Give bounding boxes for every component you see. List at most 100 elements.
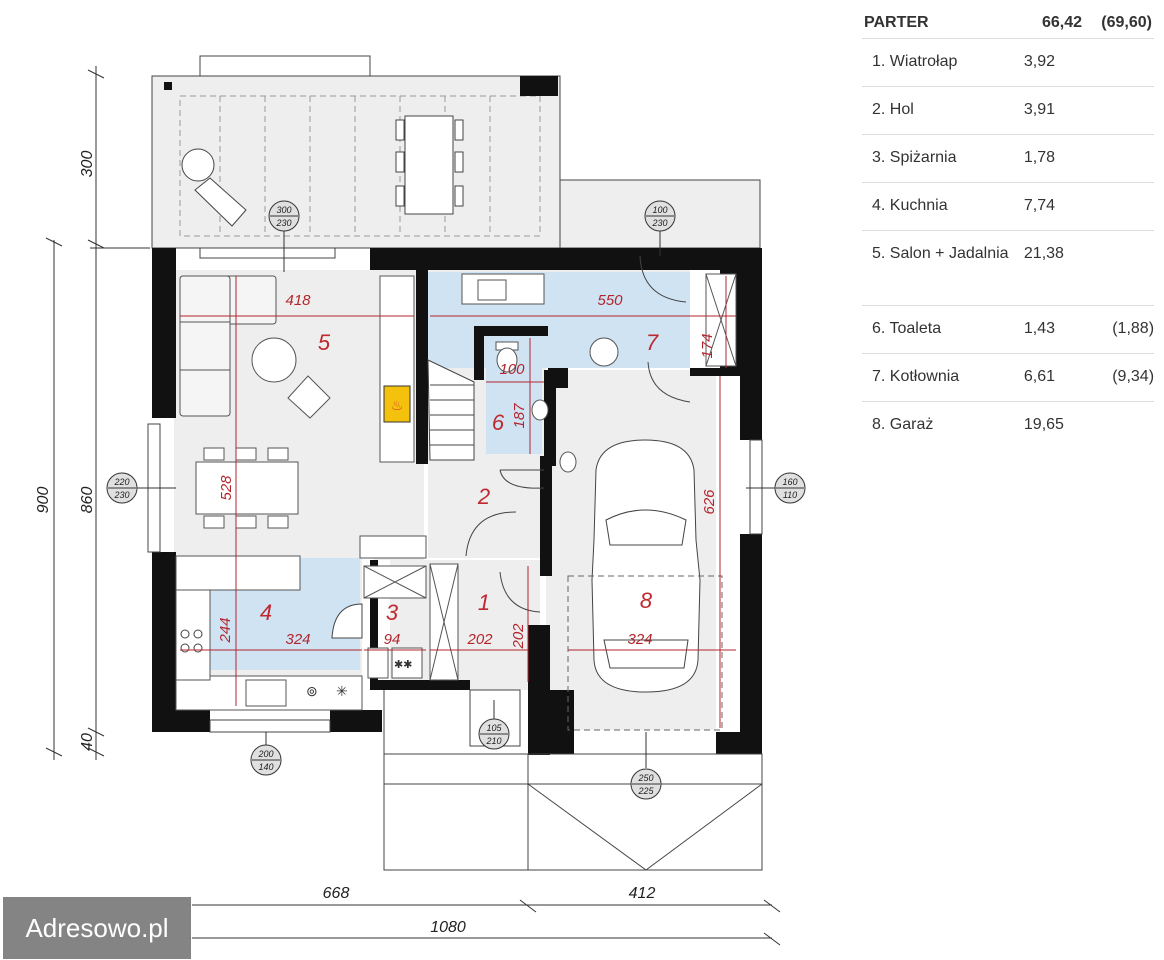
svg-text:200: 200	[257, 749, 273, 759]
table-row: 4. Kuchnia 7,74	[862, 183, 1154, 231]
room-name: 1. Wiatrołap	[872, 53, 958, 70]
room-area: 19,65	[1023, 416, 1064, 433]
terrace-post-small	[164, 82, 172, 90]
svg-text:225: 225	[637, 786, 654, 796]
dim-bottom-left: 668	[323, 885, 350, 902]
room-area: 3,92	[1023, 53, 1056, 70]
room-area: 3,91	[1023, 101, 1056, 118]
room-name: 8. Garaż	[872, 416, 934, 433]
dim-garage-width: 324	[627, 631, 652, 648]
area-table: PARTER 66,42 (69,60) 1. Wiatrołap 3,92 2…	[862, 8, 1154, 450]
room-area-total: (9,34)	[1112, 368, 1155, 385]
room-name: 5. Salon + Jadalnia	[872, 245, 1009, 262]
room-area-total: (1,88)	[1112, 320, 1155, 337]
opening-marker: 250 225	[630, 732, 662, 800]
dim-boiler-width: 550	[597, 292, 623, 309]
room-number-5: 5	[318, 330, 331, 355]
dim-left-mid: 860	[79, 487, 96, 514]
svg-text:100: 100	[652, 205, 667, 215]
room-name: 4. Kuchnia	[872, 197, 948, 214]
driveway	[383, 690, 763, 871]
fire-icon: ♨	[391, 397, 404, 413]
dim-vestibule-width: 202	[466, 631, 493, 648]
sofa	[179, 275, 277, 417]
floor-area: 66,42	[1041, 14, 1082, 31]
armchair	[287, 375, 331, 419]
svg-text:300: 300	[276, 205, 291, 215]
room-name: 2. Hol	[872, 101, 914, 118]
svg-text:220: 220	[113, 477, 129, 487]
terrace-step	[199, 55, 371, 77]
fireplace	[379, 275, 415, 463]
svg-text:140: 140	[258, 762, 273, 772]
dim-living-height: 528	[218, 475, 235, 501]
terrace-post	[520, 76, 558, 96]
boiler-unit	[477, 279, 507, 301]
dim-wc-width: 100	[499, 361, 525, 378]
dim-left-total: 900	[35, 487, 52, 514]
opening-marker: 220 230	[106, 472, 176, 504]
dim-kitchen-height: 244	[217, 617, 234, 643]
svg-text:250: 250	[637, 773, 653, 783]
room-area: 1,43	[1023, 320, 1056, 337]
toilet	[495, 341, 577, 473]
table-row: 1. Wiatrołap 3,92	[862, 39, 1154, 87]
table-row: 2. Hol 3,91	[862, 87, 1154, 135]
pantry-shelves	[359, 535, 459, 681]
room-area: 7,74	[1023, 197, 1056, 214]
interior-dimension-lines	[180, 276, 736, 728]
watermark: Adresowo.pl	[2, 896, 192, 960]
garage-door-lintel	[567, 575, 723, 731]
floor-area-total: (69,60)	[1101, 14, 1152, 31]
boiler-cabinet	[705, 273, 737, 367]
table-row: 8. Garaż 19,65	[862, 402, 1154, 450]
doors	[331, 255, 691, 747]
terrace-round-table	[181, 148, 215, 182]
dim-left-bottom: 40	[79, 733, 96, 751]
room-name: 7. Kotłownia	[872, 368, 960, 385]
fireplace-fire	[383, 385, 411, 423]
car-icon	[591, 439, 701, 693]
room-number-8: 8	[640, 588, 653, 613]
dim-bottom-right: 412	[629, 885, 656, 902]
svg-text:105: 105	[486, 723, 502, 733]
dim-boiler-height: 174	[699, 333, 716, 358]
terrace-table	[395, 115, 464, 215]
svg-text:230: 230	[651, 218, 667, 228]
dining-table	[195, 447, 299, 529]
pantry-symbol: ✱✱	[394, 659, 412, 671]
fridge-icon: ✳	[336, 683, 348, 699]
table-row: 5. Salon + Jadalnia 21,38	[862, 231, 1154, 306]
room-number-6: 6	[492, 410, 505, 435]
svg-text:230: 230	[113, 490, 129, 500]
room-number-3: 3	[386, 600, 399, 625]
opening-marker: 100 230	[644, 200, 676, 256]
svg-text:160: 160	[782, 477, 797, 487]
kitchen-counter	[175, 555, 363, 711]
dim-vestibule-height: 202	[510, 623, 527, 650]
area-table-header: PARTER 66,42 (69,60)	[862, 8, 1154, 39]
svg-text:210: 210	[485, 736, 501, 746]
room-number-7: 7	[646, 330, 659, 355]
opening-marker: 160 110	[746, 472, 806, 504]
room-number-4: 4	[260, 600, 272, 625]
svg-text:110: 110	[783, 490, 797, 500]
opening-marker: 200 140	[250, 732, 282, 776]
svg-text:230: 230	[275, 218, 291, 228]
dim-living-width: 418	[285, 292, 311, 309]
room-name: 6. Toaleta	[872, 320, 942, 337]
stairs	[427, 359, 475, 461]
dim-kitchen-width: 324	[285, 631, 310, 648]
coffee-table	[251, 337, 297, 383]
table-row: 3. Spiżarnia 1,78	[862, 135, 1154, 183]
opening-marker: 300 230	[268, 200, 300, 272]
dim-garage-height: 626	[701, 489, 718, 515]
opening-marker: 105 210	[478, 700, 510, 750]
room-area: 21,38	[1023, 245, 1064, 262]
floor-plan: ♨ ⊚ ✳ ✱✱	[35, 55, 806, 946]
dim-bottom-total: 1080	[430, 919, 466, 936]
dim-left-top: 300	[79, 151, 96, 178]
room-number-2: 2	[477, 484, 490, 509]
table-row: 7. Kotłownia 6,61 (9,34)	[862, 354, 1154, 402]
room-number-1: 1	[478, 590, 490, 615]
